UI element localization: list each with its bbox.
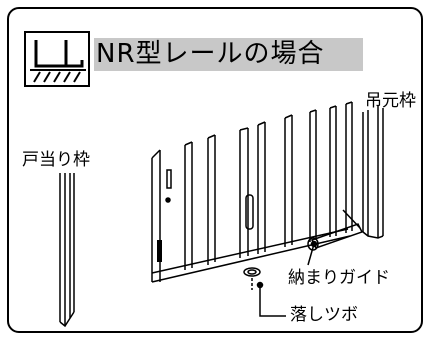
folding-gate-drawing	[151, 101, 364, 283]
top-frame-drawing	[362, 106, 384, 239]
border-frame	[7, 7, 423, 333]
floor-rail-icon	[24, 31, 90, 87]
leader-lines	[256, 240, 318, 317]
drop-bolt-receiver-drawing	[243, 267, 261, 290]
label-top-frame: 吊元枠	[365, 91, 416, 111]
label-storage-guide: 納まりガイド	[288, 268, 390, 288]
label-door-stop-frame: 戸当り枠	[22, 150, 90, 170]
title-band	[94, 38, 363, 71]
label-drop-bolt-receiver: 落しツボ	[290, 305, 358, 325]
door-stop-frame-drawing	[59, 173, 75, 328]
diagram-title: NR型レールの場合	[96, 39, 325, 69]
